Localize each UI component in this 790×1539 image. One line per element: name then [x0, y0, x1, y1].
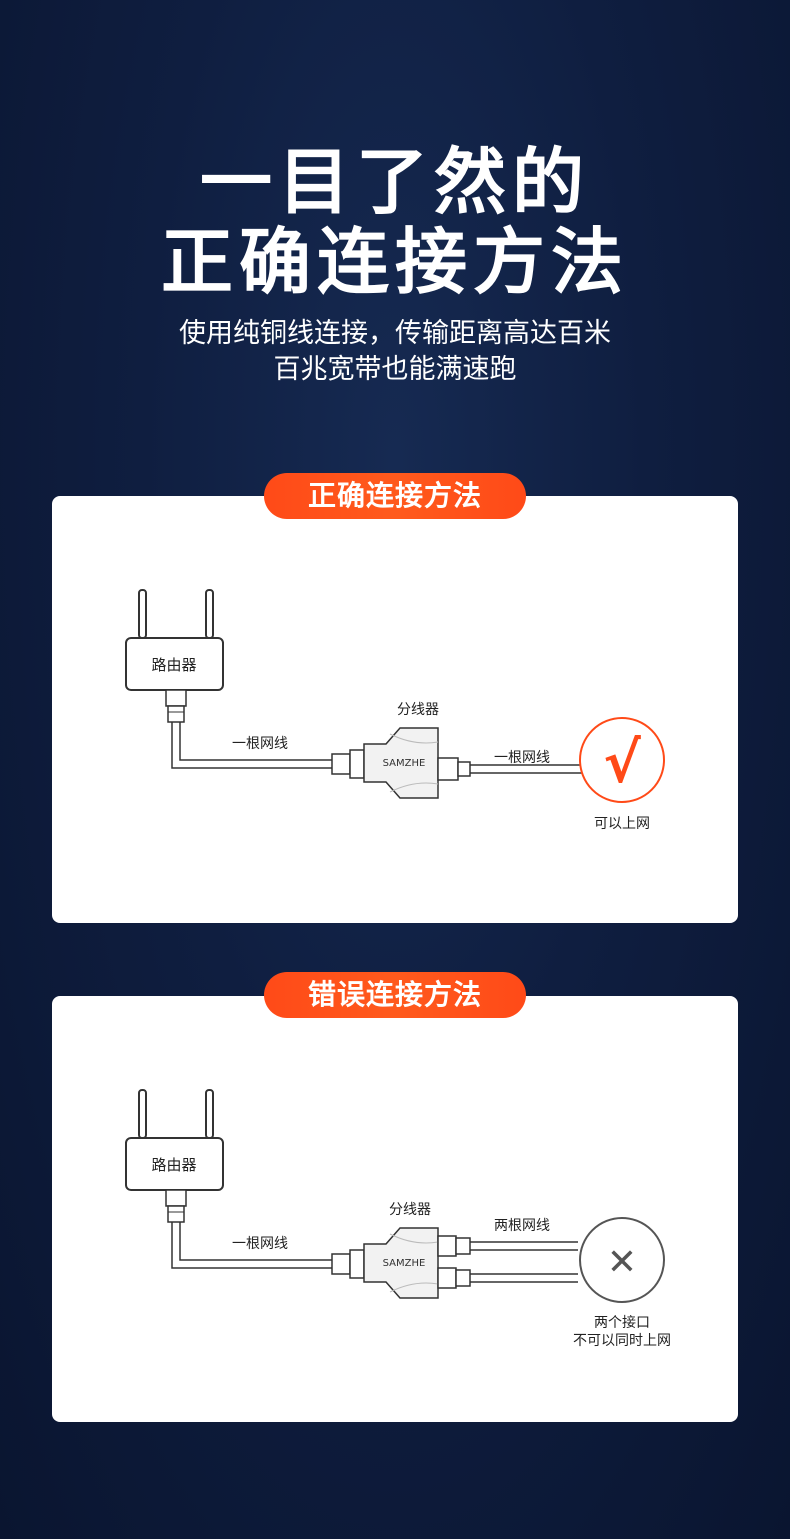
fail-circle	[579, 1217, 665, 1303]
router-label: 路由器	[151, 656, 196, 674]
wrong-method-badge: 错误连接方法	[264, 972, 526, 1018]
cable2-label: 一根网线	[494, 750, 550, 766]
antenna-right-icon	[205, 589, 214, 639]
router-label: 路由器	[151, 1156, 196, 1174]
wrong-connection-diagram: 路由器 一根网线 分线器 SAMZHE	[125, 1089, 671, 1349]
result-text: 可以上网	[594, 816, 650, 832]
cable1-label: 一根网线	[232, 736, 288, 752]
result-text-line1: 两个接口	[594, 1314, 650, 1331]
cable1-label: 一根网线	[232, 1236, 288, 1252]
antenna-right-icon	[205, 1089, 214, 1139]
cable-splitter-to-device	[470, 764, 582, 774]
cross-icon: ✕	[607, 1242, 637, 1283]
wrong-connection-card: 路由器 一根网线 分线器 SAMZHE	[52, 996, 738, 1422]
cable-router-to-splitter	[171, 722, 332, 769]
correct-connection-card: 路由器 一根网线 分线器 SAMZHE 一根网线 √	[52, 496, 738, 923]
result-text-line2: 不可以同时上网	[573, 1333, 671, 1349]
correct-method-badge: 正确连接方法	[264, 473, 526, 519]
cable-router-to-splitter	[171, 1222, 332, 1269]
antenna-left-icon	[138, 1089, 147, 1139]
splitter-icon	[363, 1227, 439, 1299]
hero-subtitle-line2: 百兆宽带也能满速跑	[273, 354, 517, 385]
hero-subtitle-line1: 使用纯铜线连接，传输距离高达百米	[179, 318, 611, 349]
cable2-label: 两根网线	[494, 1218, 550, 1234]
antenna-left-icon	[138, 589, 147, 639]
splitter-brand: SAMZHE	[383, 1258, 426, 1269]
splitter-label: 分线器	[397, 702, 439, 718]
correct-connection-diagram: 路由器 一根网线 分线器 SAMZHE 一根网线 √	[125, 589, 665, 832]
two-cables-to-device	[470, 1241, 578, 1283]
hero-title-line1: 一目了然的	[199, 140, 590, 224]
success-circle	[579, 717, 665, 803]
splitter-label: 分线器	[389, 1202, 431, 1218]
splitter-icon	[363, 727, 439, 799]
check-icon: √	[603, 731, 641, 796]
splitter-brand: SAMZHE	[383, 758, 426, 769]
hero-title-line2: 正确连接方法	[160, 220, 629, 304]
